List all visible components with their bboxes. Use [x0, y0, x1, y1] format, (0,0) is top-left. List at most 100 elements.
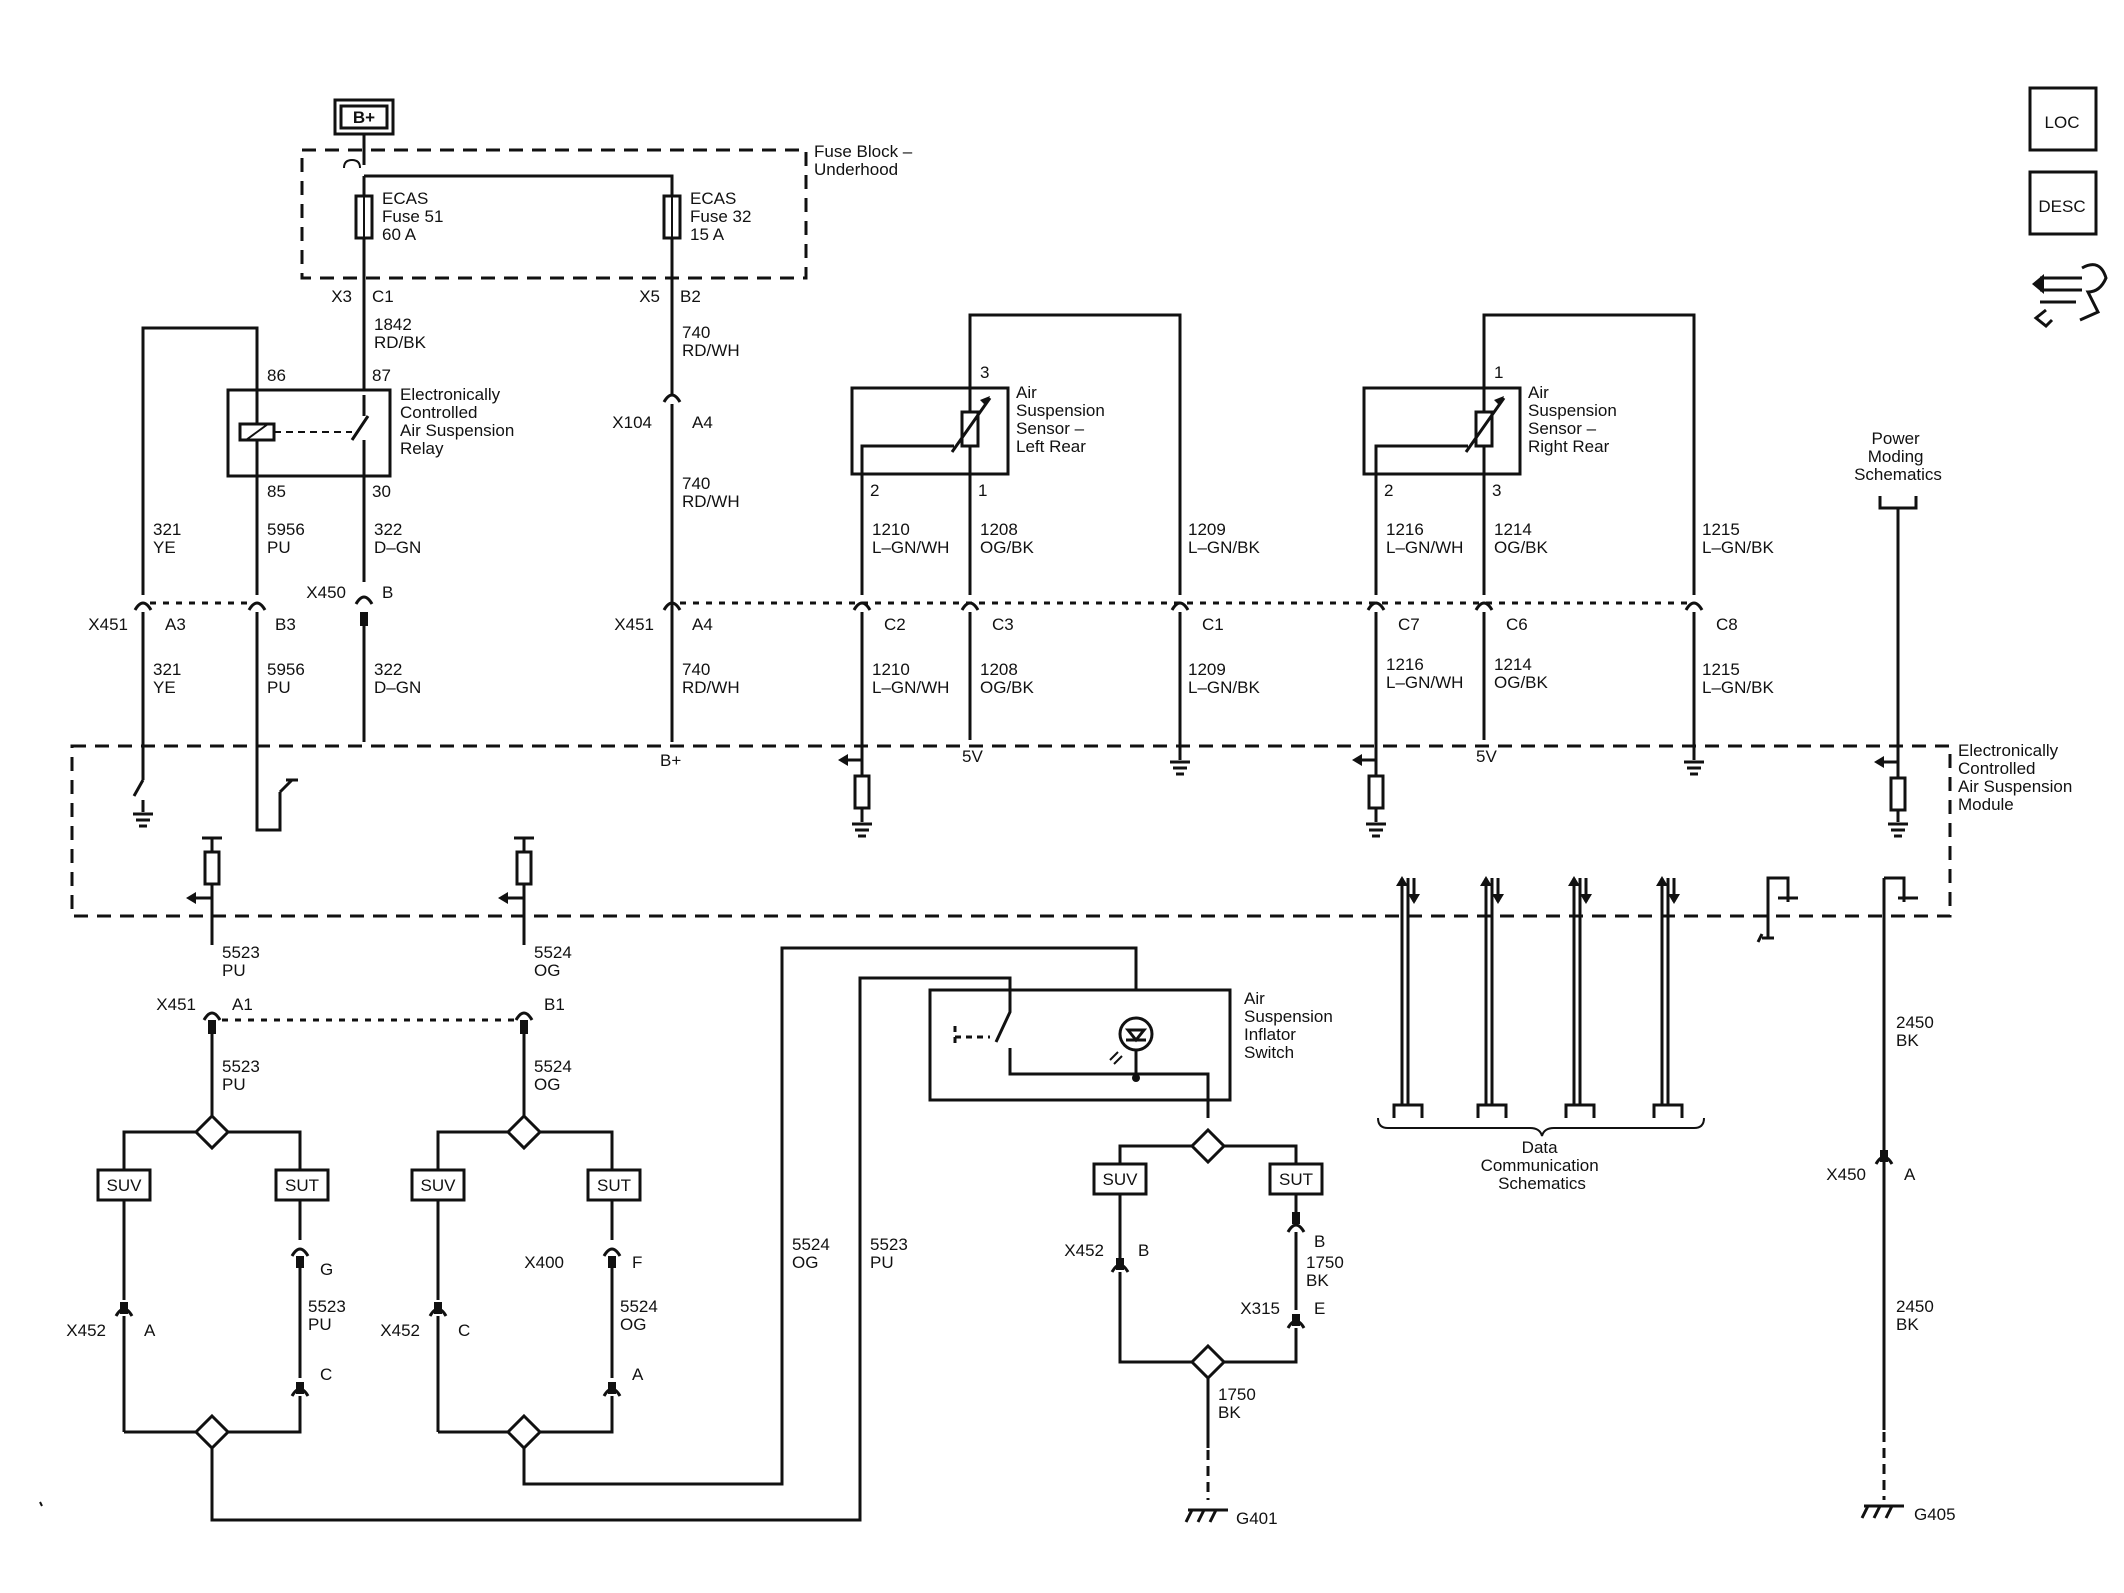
pin-x450-a: A [1904, 1165, 1916, 1184]
pin-b: B [382, 583, 393, 602]
branch-5524: SUV SUT [410, 946, 1138, 1486]
air-suspension-relay: 86 87 85 30 Electronically Controlled Ai… [226, 366, 519, 501]
sensor-lr-pin-1: 1 [978, 481, 987, 500]
corner-mark [39, 1501, 43, 1507]
conn-x451-b: X451 [614, 615, 654, 634]
sensor-lr-label: Air Suspension Sensor – Left Rear [1016, 383, 1110, 456]
relay-pin-85: 85 [267, 482, 286, 501]
pin-b2: B2 [680, 287, 701, 306]
pulldown-c2 [838, 754, 872, 838]
pin-g: G [320, 1260, 333, 1279]
pullup-5523 [186, 836, 222, 945]
conn-x451-c: X451 [156, 995, 196, 1014]
pin-c-left: C [320, 1365, 332, 1384]
conn-x3: X3 [331, 287, 352, 306]
pulldown-c7 [1352, 754, 1386, 838]
x451-connector-row [133, 601, 1704, 611]
pin-c8: C8 [1716, 615, 1738, 634]
pin-a4: A4 [692, 413, 713, 432]
pin-x452-c: C [458, 1321, 470, 1340]
data-comm-label: Data Communication Schematics [1481, 1138, 1604, 1193]
sensor-lr-pin-3: 3 [980, 363, 989, 382]
pin-a3: A3 [165, 615, 186, 634]
pin-c6: C6 [1506, 615, 1528, 634]
fuse-32-label: ECAS Fuse 32 15 A [690, 189, 756, 244]
battery-power-source: B+ [333, 98, 395, 136]
pin-a-right: A [632, 1365, 644, 1384]
variant-suv-2: SUV [421, 1176, 457, 1195]
conn-x400: X400 [524, 1253, 564, 1272]
pin-c3: C3 [992, 615, 1014, 634]
fuse-block-underhood: Fuse Block – Underhood ECAS Fuse 51 60 A… [300, 134, 917, 280]
pullup-5524 [498, 836, 534, 945]
inflator-label: Air Suspension Inflator Switch [1244, 989, 1338, 1062]
loc-icon[interactable]: LOC [2028, 86, 2098, 152]
pin-c1: C1 [372, 287, 394, 306]
data-comm-brackets: Data Communication Schematics [1377, 1103, 1705, 1193]
pin-x452-b: B [1138, 1241, 1149, 1260]
pulldown-power-moding [1874, 756, 1908, 838]
variant-sut-3: SUT [1279, 1170, 1313, 1189]
air-suspension-sensor-right-rear: 1 2 3 Air Suspension Sensor – Right Rear [1362, 313, 1696, 595]
sensor-rr-pin-1: 1 [1494, 363, 1503, 382]
power-moding-label: Power Moding Schematics [1854, 429, 1942, 484]
fuse-51-label: ECAS Fuse 51 60 A [382, 189, 448, 244]
relay-pin-86: 86 [267, 366, 286, 385]
desc-icon[interactable]: DESC [2028, 170, 2098, 236]
pin-b1: B1 [544, 995, 565, 1014]
ground-g401: G401 [1236, 1509, 1278, 1528]
pin-e: E [1314, 1299, 1325, 1318]
module-label: Electronically Controlled Air Suspension… [1958, 741, 2077, 814]
branch-1750: SUV SUT [1092, 1127, 1324, 1523]
svg-text:DESC: DESC [2038, 197, 2085, 216]
sensor-rr-pin-2: 2 [1384, 481, 1393, 500]
module-bplus: B+ [660, 751, 681, 770]
air-suspension-sensor-left-rear: 3 2 1 Air Suspension Sensor – Left Rear [850, 313, 1182, 595]
sensor-lr-pin-2: 2 [870, 481, 879, 500]
conn-x450: X450 [306, 583, 346, 602]
data-comm-arrows [1396, 876, 1680, 1105]
conn-x450-b: X450 [1826, 1165, 1866, 1184]
pin-c1-x451: C1 [1202, 615, 1224, 634]
fuse-block-title: Fuse Block – Underhood [814, 142, 917, 179]
repair-procedure-icon[interactable] [2032, 263, 2108, 329]
module-5v-left: 5V [962, 747, 983, 766]
relay-label: Electronically Controlled Air Suspension… [400, 385, 519, 458]
variant-sut-2: SUT [597, 1176, 631, 1195]
air-suspension-module: Electronically Controlled Air Suspension… [70, 741, 2077, 1420]
variant-suv-1: SUV [107, 1176, 143, 1195]
svg-text:LOC: LOC [2045, 113, 2080, 132]
module-5v-right: 5V [1476, 747, 1497, 766]
conn-x451-a: X451 [88, 615, 128, 634]
pin-a1: A1 [232, 995, 253, 1014]
